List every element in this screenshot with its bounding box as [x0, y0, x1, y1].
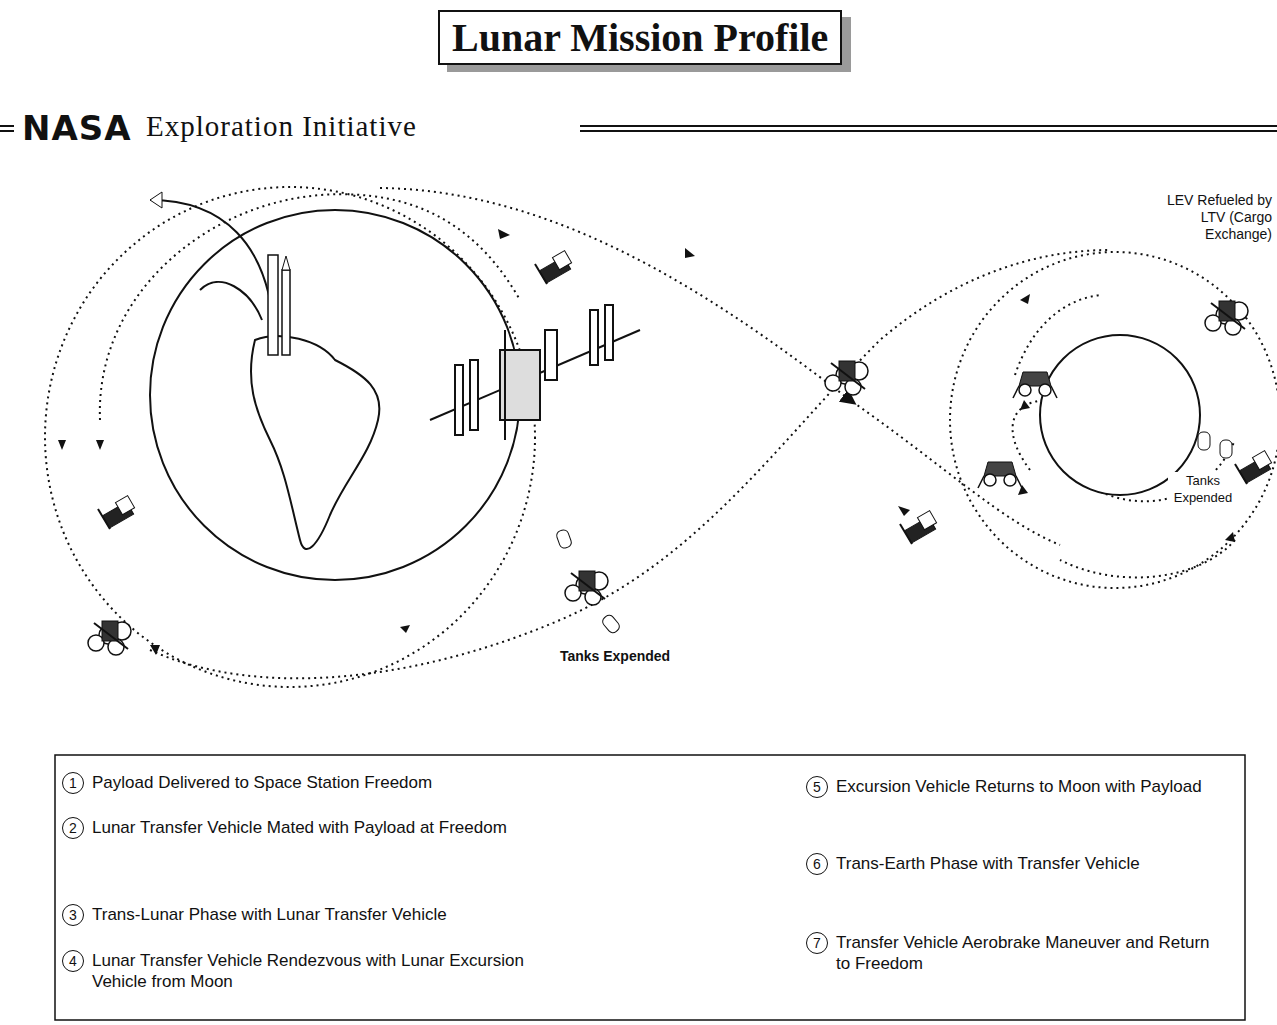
- callout-label: Tanks Expended: [540, 648, 690, 665]
- callout-number: 5: [806, 776, 828, 798]
- number-text: 5: [813, 779, 821, 795]
- legend-text: Lunar Transfer Vehicle Rendezvous with L…: [92, 950, 532, 992]
- legend-text: Trans-Earth Phase with Transfer Vehicle: [836, 853, 1226, 874]
- callout-number: 2: [62, 817, 84, 839]
- callout-number: 4: [62, 950, 84, 972]
- legend-text: Lunar Transfer Vehicle Mated with Payloa…: [92, 817, 512, 838]
- callout-label: LEV Refueled by LTV (Cargo Exchange): [1148, 192, 1272, 243]
- callout-number: 6: [806, 853, 828, 875]
- number-text: 1: [69, 775, 77, 791]
- number-text: 6: [813, 856, 821, 872]
- title-box: Lunar Mission Profile: [438, 10, 842, 65]
- number-text: 4: [69, 953, 77, 969]
- legend-text: Trans-Lunar Phase with Lunar Transfer Ve…: [92, 904, 512, 925]
- legend-text: Transfer Vehicle Aerobrake Maneuver and …: [836, 932, 1226, 974]
- callout-label: Tanks Expended: [1168, 472, 1238, 506]
- number-text: 2: [69, 820, 77, 836]
- header-text: Exploration Initiative: [140, 110, 423, 143]
- callout-number: 7: [806, 932, 828, 954]
- number-text: 3: [69, 907, 77, 923]
- callout-number: 1: [62, 772, 84, 794]
- number-text: 7: [813, 935, 821, 951]
- legend-text: Excursion Vehicle Returns to Moon with P…: [836, 776, 1226, 797]
- legend-text: Payload Delivered to Space Station Freed…: [92, 772, 512, 793]
- agency-logo: NASA: [18, 108, 136, 148]
- callout-number: 3: [62, 904, 84, 926]
